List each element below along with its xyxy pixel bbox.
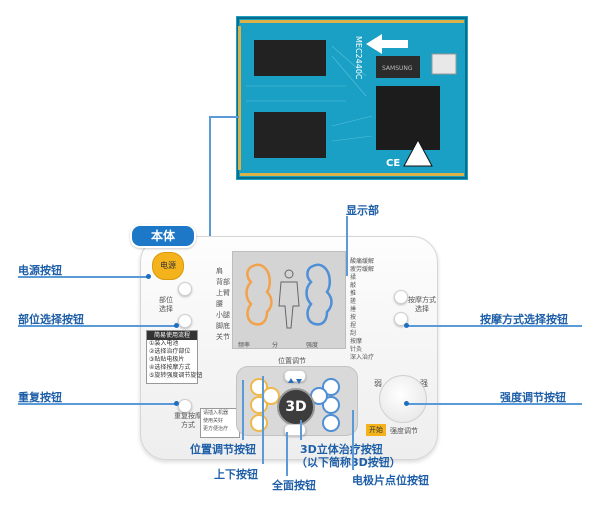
screen-min-label: 分 bbox=[272, 342, 279, 349]
callout-3d-2: （以下简称3D按钮） bbox=[296, 456, 401, 469]
procedure-step: ③贴贴电极片 bbox=[149, 356, 185, 363]
position-adjust-label: 位置调节 bbox=[278, 357, 306, 365]
mode-item: 针灸 bbox=[350, 346, 363, 353]
leader-electrode bbox=[352, 410, 354, 470]
leader-all bbox=[286, 432, 288, 476]
callout-electrode: 电极片点位按钮 bbox=[352, 474, 429, 487]
note-box: 请插入机器 使用关好 更方便治疗 bbox=[200, 408, 240, 438]
intensity-knob[interactable] bbox=[379, 375, 427, 423]
leader-dot bbox=[404, 401, 409, 406]
callout-3d-1: 3D立体治疗按钮 bbox=[300, 443, 383, 456]
note-line: 使用关好 bbox=[203, 418, 224, 424]
mode-item: 刮 bbox=[350, 330, 357, 337]
mode-item: 疲劳缓解 bbox=[350, 266, 375, 273]
procedure-box: 简易使用流程 ①装入电池 ②选择治疗部位 ③贴贴电极片 ④选择按摩方式 ⑤旋转强… bbox=[146, 330, 203, 384]
body-part-item: 肩 bbox=[216, 267, 223, 275]
part-select-up-button[interactable] bbox=[178, 282, 192, 296]
up-down-arrows-icon bbox=[288, 378, 302, 384]
procedure-title: 简易使用流程 bbox=[147, 331, 197, 340]
callout-repeat: 重复按钮 bbox=[18, 391, 62, 404]
intensity-adjust-label: 强度调节 bbox=[390, 427, 418, 435]
body-part-item: 小腿 bbox=[216, 311, 230, 319]
leader-part-select bbox=[18, 325, 176, 327]
part-select-down-button[interactable] bbox=[178, 314, 192, 328]
leader-dot bbox=[174, 401, 179, 406]
massage-mode-up-button[interactable] bbox=[394, 290, 408, 304]
callout-intensity: 强度调节按钮 bbox=[500, 391, 566, 404]
mode-item: 揉 bbox=[350, 274, 357, 281]
leader-repeat bbox=[18, 403, 176, 405]
start-label: 开始 bbox=[366, 424, 386, 436]
leader-dot bbox=[404, 323, 409, 328]
mode-item: 深入治疗 bbox=[350, 354, 375, 361]
mode-item: 按 bbox=[350, 314, 357, 321]
chip-brand-label: SAMSUNG bbox=[382, 65, 413, 72]
massage-mode-down-button[interactable] bbox=[394, 312, 408, 326]
procedure-step: ①装入电池 bbox=[149, 340, 179, 347]
leader-position bbox=[242, 380, 244, 440]
repeat-label: 重复按摩 方式 bbox=[174, 412, 202, 429]
electrode-button-left-3[interactable] bbox=[250, 414, 268, 432]
massage-mode-label: 按摩方式 选择 bbox=[408, 296, 436, 313]
pcb-model-label: MEC2440C bbox=[354, 36, 363, 80]
body-part-item: 关节 bbox=[216, 333, 230, 341]
leader-3d bbox=[300, 420, 302, 440]
screen-strength-label: 强度 bbox=[306, 342, 319, 349]
leader-intensity bbox=[406, 403, 582, 405]
leader-up-down bbox=[262, 376, 264, 464]
leader-massage-mode bbox=[406, 325, 582, 327]
mode-item: 推 bbox=[350, 290, 357, 297]
procedure-step: ⑤旋转强度调节旋钮 bbox=[149, 372, 203, 379]
procedure-step: ④选择按摩方式 bbox=[149, 364, 191, 371]
lcd-figure bbox=[245, 263, 333, 329]
pcb-leader-line bbox=[209, 116, 211, 280]
electrode-button-right-3[interactable] bbox=[322, 414, 340, 432]
leader-power bbox=[18, 276, 148, 278]
callout-up-down: 上下按钮 bbox=[214, 468, 258, 481]
up-down-button[interactable] bbox=[284, 370, 306, 384]
ce-mark: CE bbox=[386, 158, 400, 169]
mode-item: 捏 bbox=[350, 322, 357, 329]
callout-part-select: 部位选择按钮 bbox=[18, 313, 84, 326]
body-part-item: 脚底 bbox=[216, 322, 230, 330]
part-select-label: 部位 选择 bbox=[159, 296, 173, 313]
callout-power: 电源按钮 bbox=[18, 264, 62, 277]
pcb-board-image: SAMSUNG MEC2440C CE bbox=[236, 16, 468, 180]
body-part-item: 腰 bbox=[216, 300, 223, 308]
callout-massage-mode: 按摩方式选择按钮 bbox=[480, 313, 568, 326]
strong-label: 强 bbox=[420, 379, 428, 388]
3d-button[interactable]: 3D bbox=[277, 388, 315, 426]
leader-display bbox=[346, 216, 348, 276]
mode-item: 敲 bbox=[350, 282, 357, 289]
mode-item: 按摩 bbox=[350, 338, 363, 345]
body-part-item: 上臂 bbox=[216, 289, 230, 297]
note-line: 请插入机器 bbox=[203, 410, 229, 416]
leader-dot bbox=[146, 274, 151, 279]
mode-item: 酸痛缓解 bbox=[350, 258, 375, 265]
mode-item: 搓 bbox=[350, 298, 357, 305]
weak-label: 弱 bbox=[374, 379, 382, 388]
lcd-screen bbox=[232, 251, 346, 349]
body-part-item: 背部 bbox=[216, 278, 230, 286]
screen-freq-label: 频率 bbox=[238, 342, 251, 349]
power-button[interactable]: 电源 bbox=[152, 252, 184, 280]
callout-all: 全面按钮 bbox=[272, 479, 316, 492]
mode-item: 捶 bbox=[350, 306, 357, 313]
callout-display: 显示部 bbox=[346, 204, 379, 217]
repeat-button[interactable] bbox=[178, 399, 192, 413]
callout-position: 位置调节按钮 bbox=[190, 443, 256, 456]
note-line: 更方便治疗 bbox=[203, 426, 229, 432]
leader-dot bbox=[174, 323, 179, 328]
procedure-step: ②选择治疗部位 bbox=[149, 348, 191, 355]
device-badge: 本体 bbox=[130, 224, 196, 248]
pcb-leader-line-h bbox=[209, 116, 239, 118]
